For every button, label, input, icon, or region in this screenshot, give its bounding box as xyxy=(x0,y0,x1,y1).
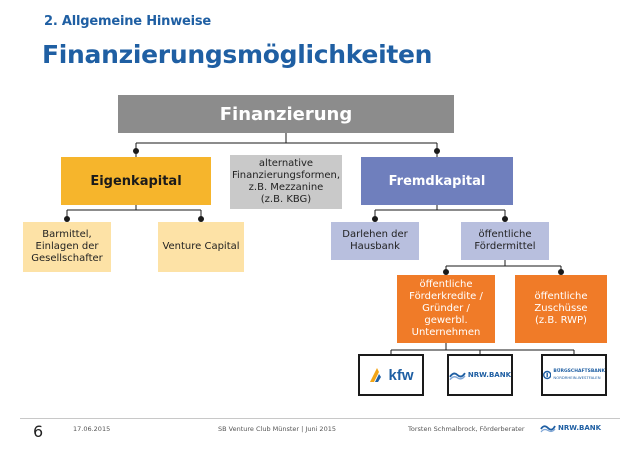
connector-dot xyxy=(434,148,440,154)
connector-dot xyxy=(443,269,449,275)
footer-brand-logo: NRW.BANK xyxy=(540,423,601,433)
node-line: Unternehmen xyxy=(411,327,481,338)
kfw-logo-text: kfw xyxy=(388,366,414,384)
node-line: Gründer / gewerbl. xyxy=(422,303,470,326)
node-finanzierung: Finanzierung xyxy=(118,95,454,133)
node-label: Eigenkapital xyxy=(90,173,182,189)
footer-divider xyxy=(20,418,620,419)
node-line: öffentliche xyxy=(419,279,473,290)
page-title: Finanzierungsmöglichkeiten xyxy=(42,40,433,69)
node-alternative-finanzierung: alternative Finanzierungsformen, z.B. Me… xyxy=(230,155,342,209)
kfw-logo: kfw xyxy=(358,354,424,396)
footer-wave-icon xyxy=(540,425,556,433)
nrwbank-logo: NRW.BANK xyxy=(447,354,513,396)
connector-dot xyxy=(198,216,204,222)
node-venture-capital: Venture Capital xyxy=(158,222,244,272)
connector-dot xyxy=(372,216,378,222)
node-label: Finanzierung xyxy=(219,103,353,125)
node-line: Hausbank xyxy=(350,241,400,252)
node-barmittel: Barmittel, Einlagen der Gesellschafter xyxy=(23,222,111,272)
nrwbank-wave-icon xyxy=(449,372,466,381)
connector-dot xyxy=(64,216,70,222)
footer-event: SB Venture Club Münster | Juni 2015 xyxy=(218,425,336,433)
nrwbank-logo-text: NRW.BANK xyxy=(467,371,511,379)
node-line: alternative xyxy=(258,158,314,169)
node-line: Barmittel, xyxy=(42,229,92,240)
node-label: Fremdkapital xyxy=(388,173,486,189)
connector-dot xyxy=(558,269,564,275)
footer-brand-text: NRW.BANK xyxy=(558,424,602,432)
buergschaftsbank-logo-subtext: NORDRHEIN-WESTFALEN xyxy=(553,375,601,380)
node-line: Darlehen der xyxy=(342,229,408,240)
node-line: Gesellschafter xyxy=(31,253,103,264)
footer-author: Torsten Schmalbrock, Förderberater xyxy=(408,425,525,433)
node-label: Venture Capital xyxy=(162,241,240,252)
node-line: Zuschüsse xyxy=(534,303,588,314)
connector-dot xyxy=(502,216,508,222)
buergschaftsbank-logo: BÜRGSCHAFTSBANK NORDRHEIN-WESTFALEN xyxy=(541,354,607,396)
node-line: (z.B. RWP) xyxy=(535,315,587,326)
node-zuschuesse: öffentliche Zuschüsse (z.B. RWP) xyxy=(515,275,607,343)
buergschaftsbank-logo-text: BÜRGSCHAFTSBANK xyxy=(553,369,605,374)
buergschaftsbank-mark-icon xyxy=(543,370,552,380)
kfw-mark-icon xyxy=(370,368,382,382)
node-darlehen-hausbank: Darlehen der Hausbank xyxy=(331,222,419,260)
node-line: Förderkredite / xyxy=(409,291,483,302)
node-line: öffentliche xyxy=(534,291,588,302)
node-line: z.B. Mezzanine xyxy=(248,182,324,193)
node-line: öffentliche xyxy=(478,229,532,240)
footer-date: 17.06.2015 xyxy=(73,425,111,433)
node-line: Finanzierungsformen, xyxy=(231,170,341,181)
node-fremdkapital: Fremdkapital xyxy=(361,157,513,205)
node-oeffentliche-foerdermittel: öffentliche Fördermittel xyxy=(461,222,549,260)
node-eigenkapital: Eigenkapital xyxy=(61,157,211,205)
connector-dot xyxy=(133,148,139,154)
node-line: Einlagen der xyxy=(35,241,99,252)
node-line: Fördermittel xyxy=(474,241,536,252)
node-foerderkredite: öffentliche Förderkredite / Gründer / ge… xyxy=(397,275,495,343)
section-heading: 2. Allgemeine Hinweise xyxy=(44,14,212,29)
page-number: 6 xyxy=(33,422,44,441)
node-line: (z.B. KBG) xyxy=(260,194,312,205)
